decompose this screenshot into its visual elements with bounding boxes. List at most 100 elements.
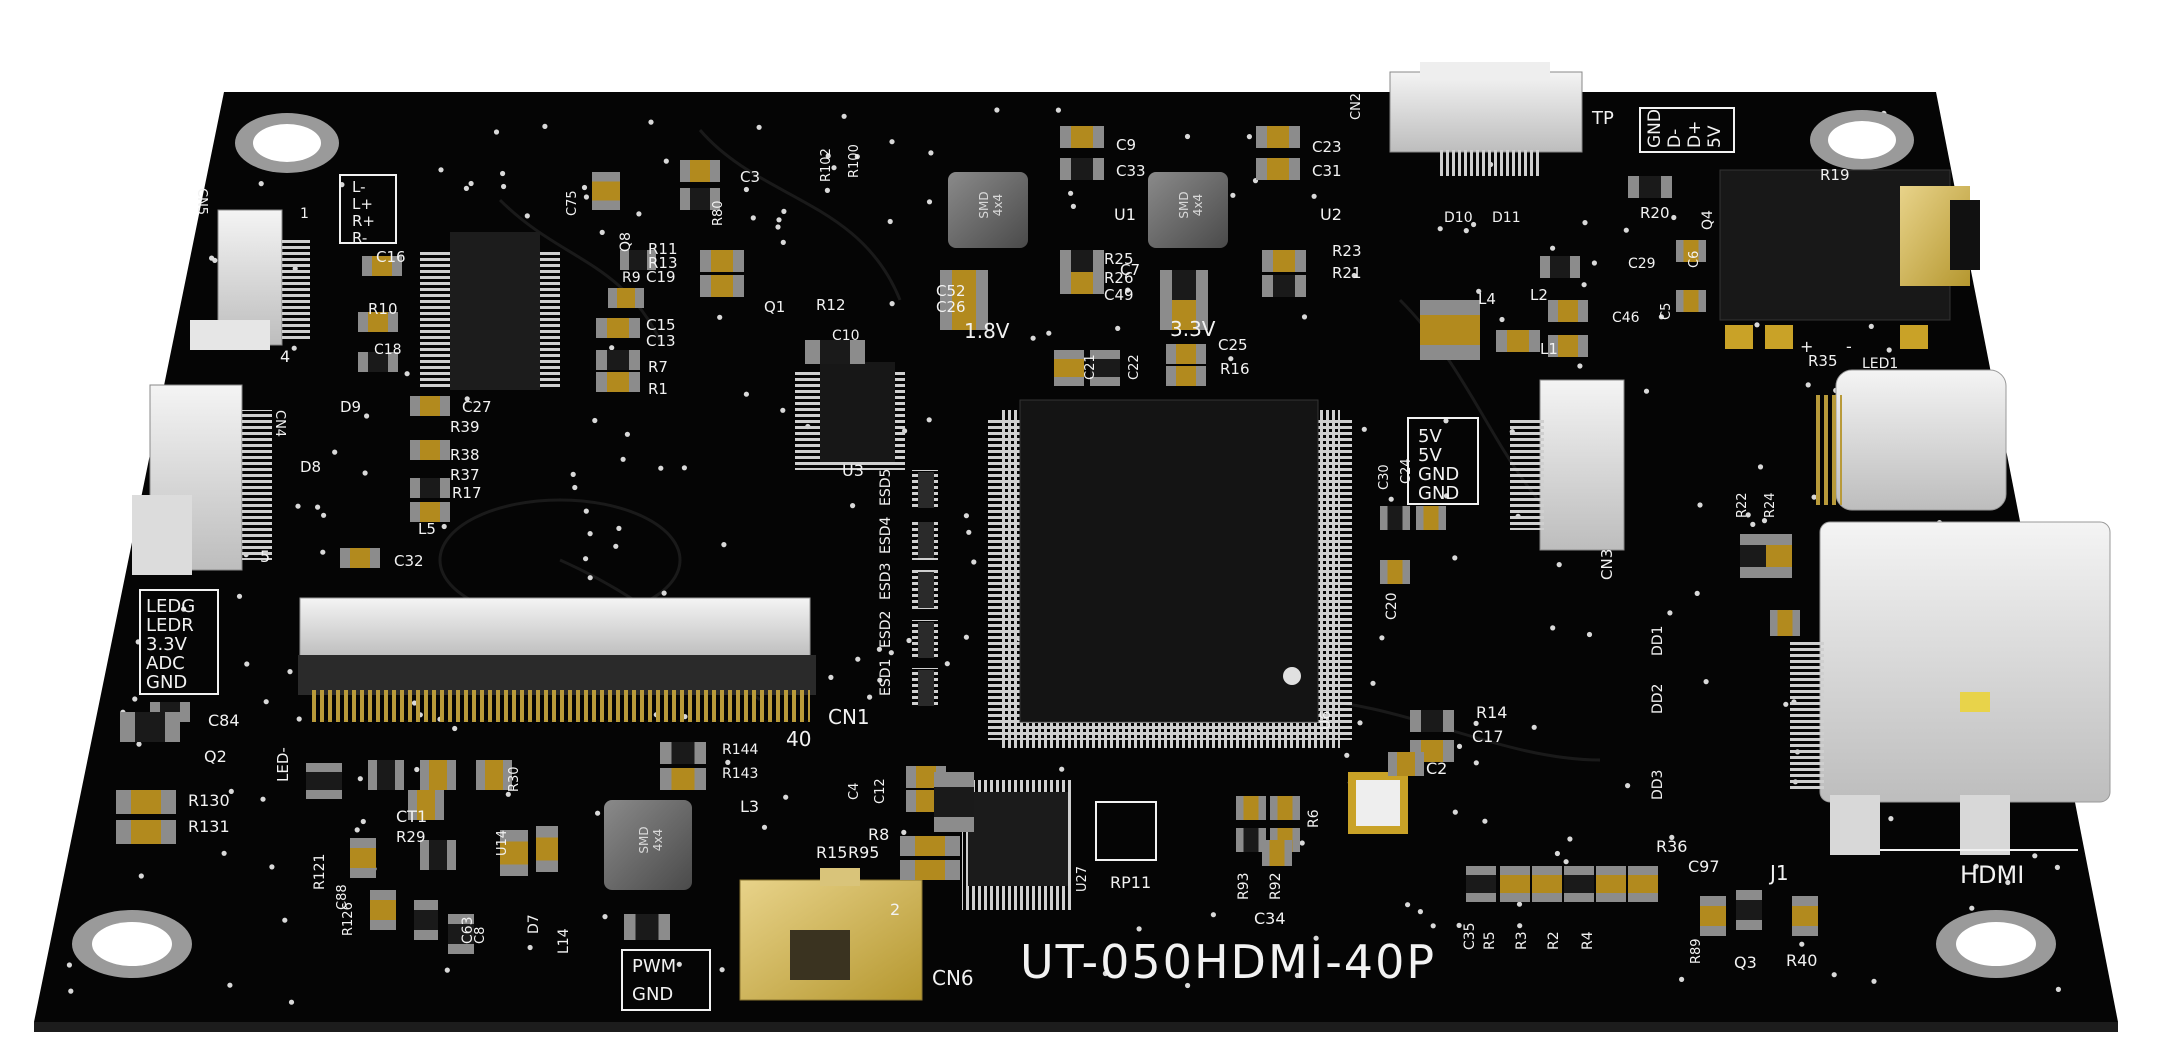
silk-label-pin2: 2 [890,900,900,919]
smd-part [1736,890,1762,930]
silk-label-c20: C20 [1384,592,1400,620]
silk-label-c27: C27 [462,398,492,416]
silk-label-l4: L4 [1478,290,1496,308]
smd-part [1416,506,1446,530]
silk-label-r29: R29 [396,828,426,846]
silk-label-esd1: ESD1 [878,659,894,696]
silk-label-c33: C33 [1116,162,1146,180]
silk-label-r13: R13 [648,254,678,272]
left-pin-legend-box [139,589,219,695]
silk-label-hdmi: HDMI [1960,861,2024,889]
silk-label-r25: R25 [1104,250,1134,268]
smd-part [934,772,974,832]
audio-jack [1719,169,1980,349]
smd-part [358,352,398,372]
silk-label-r143: R143 [722,766,758,782]
silk-label-cn1: CN1 [828,705,870,729]
smd-part [1676,290,1706,312]
silk-label-c31: C31 [1312,162,1342,180]
smd-part [1500,866,1530,902]
silk-label-led1: LED1 [1862,356,1898,372]
silk-label-l1: L1 [1540,340,1558,358]
cn6-connector [739,868,923,1001]
pwm_box-line: PWM [632,956,676,977]
smd-part [900,836,960,856]
hdmi-port [1790,521,2111,855]
rp11-outline [1095,801,1157,861]
smd-part [476,760,512,790]
smd-part [1060,250,1104,272]
usb_box-line: GND [1645,109,1665,148]
crystal [1348,772,1408,834]
silk-label-u27: U27 [1075,866,1090,892]
cn5_box-line: R- [352,229,367,247]
silk-label-cn2: CN2 [1349,93,1364,120]
silk-label-c9: C9 [1116,136,1136,154]
smd-part [1676,240,1706,262]
silk-label-c12: C12 [873,778,888,804]
silk-label-v18: 1.8V [964,319,1010,343]
smd-part [1380,506,1410,530]
smd-part [1380,560,1410,584]
smd-part [1166,344,1206,364]
silk-label-c22: C22 [1127,354,1142,380]
smd-part [1596,866,1626,902]
smd-part [414,900,438,940]
smd-part [1256,126,1300,148]
silk-label-q1: Q1 [764,298,785,316]
main-qfp-chip [988,399,1352,748]
silk-label-u1: U1 [1114,205,1136,224]
silk-label-r21: R21 [1332,264,1362,282]
smd-part [410,440,450,460]
silk-label-cn5: CN5 [194,188,209,215]
silk-label-r11: R11 [648,240,678,258]
silk-label-r24: R24 [1763,492,1778,518]
silk-label-pin1: 1 [300,206,309,222]
silk-label-r40: R40 [1786,951,1817,970]
silk-label-esd3: ESD3 [878,563,894,600]
inductor-smd-label: SMD [1177,191,1191,218]
silk-label-c35: C35 [1462,922,1478,950]
silk-label-r144: R144 [722,742,759,758]
silk-label-c49: C49 [1104,286,1134,304]
smd-part [1532,866,1562,902]
smd-part [368,760,404,790]
smd-part [1628,866,1658,902]
silk-label-c29: C29 [1628,256,1656,272]
silk-label-v33: 3.3V [1170,317,1216,341]
esd-part [912,620,938,660]
silk-label-r93: R93 [1236,872,1252,900]
silk-label-r14: R14 [1476,703,1507,722]
usb_box-line: D- [1665,129,1685,148]
smd-part [1160,270,1208,300]
right_box-line: GND [1418,483,1459,504]
smd-part [1540,256,1580,278]
smd-part [500,830,528,876]
mounting-holes [72,110,2056,978]
silk-label-c18: C18 [374,342,402,358]
smd-components [116,126,1818,954]
silk-label-r89: R89 [1689,938,1704,964]
cn5_box-line: R+ [352,212,375,230]
board-title: UT-050HDMI-40P [1020,935,1436,989]
silk-label-esd2: ESD2 [878,611,894,648]
right_box-line: GND [1418,464,1459,485]
esd-part [912,570,938,610]
smd-part [1766,534,1792,578]
cn4-connector [132,384,272,575]
smd-part [448,914,474,954]
smd-part [1548,300,1588,322]
silk-label-pin5: 5 [260,547,270,566]
inductor-size-label: 4x4 [1191,194,1205,216]
inductor-smd-label: SMD [977,191,991,218]
silk-label-l3: L3 [740,797,759,816]
smd-part [306,763,342,799]
silk-label-u6: U6 [1318,711,1334,730]
silk-label-cn4: CN4 [272,410,287,437]
silk-label-d7: D7 [526,914,542,934]
silk-label-l5: L5 [418,520,436,538]
silk-label-esd4: ESD4 [878,516,894,554]
smd-part [900,860,960,880]
smd-part [420,760,456,790]
